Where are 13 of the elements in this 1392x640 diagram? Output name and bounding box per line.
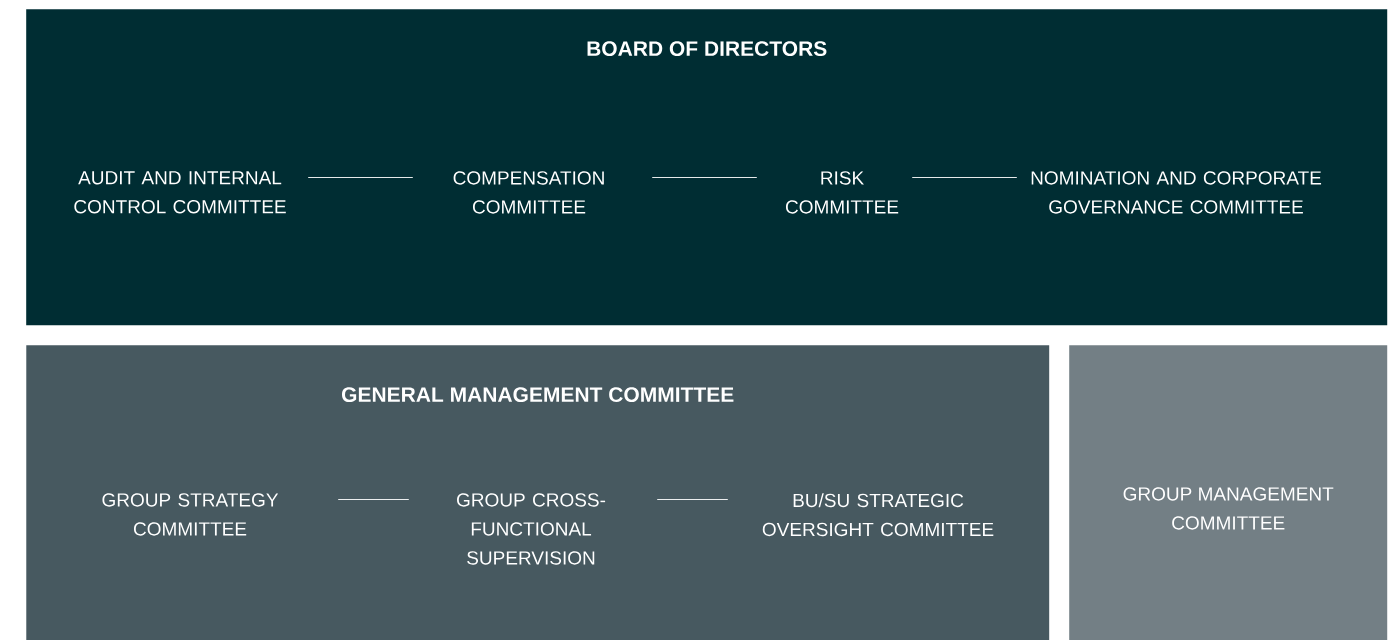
connector-line bbox=[307, 177, 414, 178]
connector-line bbox=[911, 177, 1018, 178]
connector-line bbox=[337, 499, 410, 500]
committee-label: NOMINATION AND CORPORATE GOVERNANCE COMMITTEE bbox=[1031, 171, 1322, 214]
committee-label: GROUP STRATEGY COMMITTEE bbox=[102, 493, 279, 536]
committee-label: AUDIT AND INTERNAL CONTROL COMMITTEE bbox=[74, 171, 286, 214]
committee-label: GROUP CROSS-FUNCTIONAL SUPERVISION bbox=[457, 493, 606, 565]
committee-label: COMPENSATION COMMITTEE bbox=[453, 171, 604, 214]
connector-line bbox=[656, 499, 729, 500]
committee-label: BU/SU STRATEGIC OVERSIGHT COMMITTEE bbox=[762, 493, 994, 537]
committee-label: RISK COMMITTEE bbox=[785, 171, 899, 214]
committee-box: GROUP MANAGEMENT COMMITTEE bbox=[1069, 345, 1388, 640]
connector-line bbox=[651, 177, 758, 178]
